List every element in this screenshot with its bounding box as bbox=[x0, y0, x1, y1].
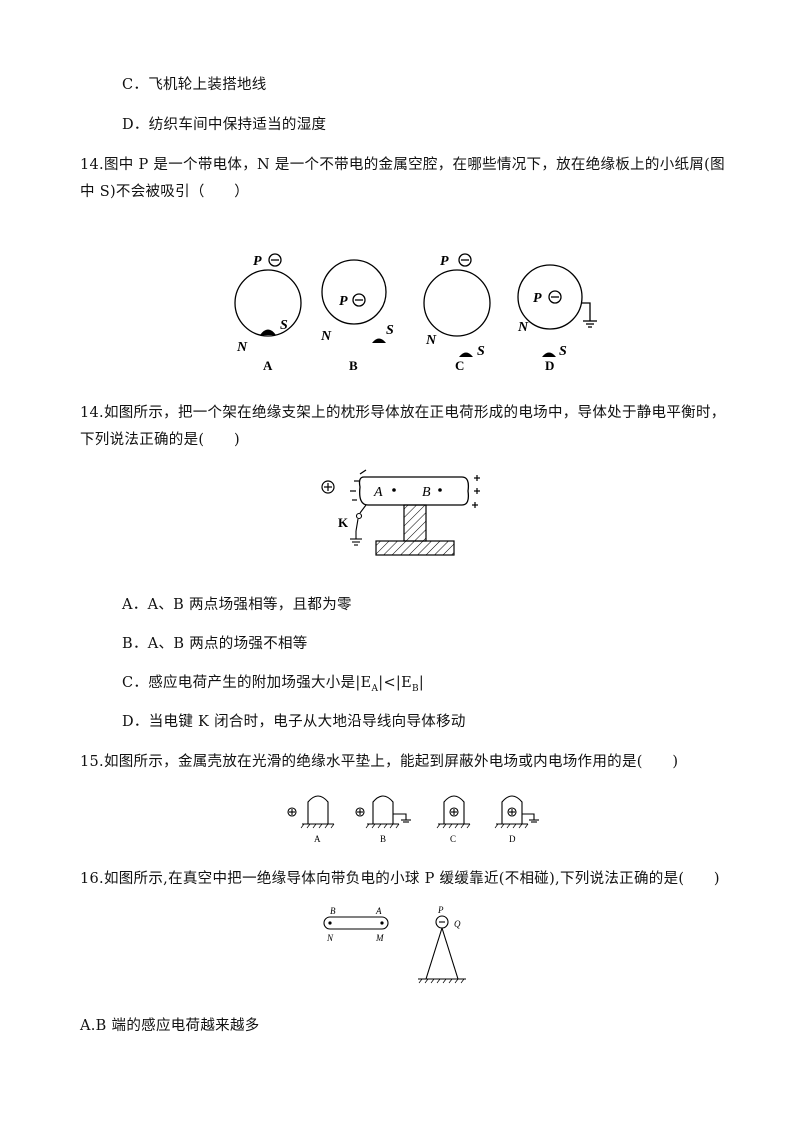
q14b-figure: A B K bbox=[321, 469, 480, 556]
label-a: A bbox=[314, 834, 321, 844]
cavity-c bbox=[423, 269, 491, 337]
label-a: A bbox=[373, 485, 383, 500]
q15-stem: 15.如图所示，金属壳放在光滑的绝缘水平垫上，能起到屏蔽外电场或内电场作用的是(… bbox=[80, 754, 679, 770]
label-d: D bbox=[509, 834, 516, 844]
label-b: B bbox=[330, 906, 336, 916]
pillow-conductor bbox=[358, 476, 470, 506]
q14b-stem-line2: 下列说法正确的是( ) bbox=[80, 432, 240, 448]
label-n: N bbox=[236, 340, 248, 355]
label-p: P bbox=[440, 254, 449, 269]
label-p: P bbox=[437, 905, 444, 915]
cavity-d bbox=[517, 264, 583, 330]
metal-shell-a bbox=[307, 795, 329, 824]
cavity-a bbox=[234, 269, 302, 337]
metal-shell-d bbox=[501, 795, 523, 824]
q15-figure: A B C D bbox=[287, 795, 539, 844]
paper-scrap-c bbox=[459, 352, 473, 357]
q14b-stem-line1: 14.如图所示，把一个架在绝缘支架上的枕形导体放在正电荷形成的电场中，导体处于静… bbox=[80, 405, 726, 421]
insulating-stand bbox=[403, 504, 427, 542]
label-s: S bbox=[386, 323, 394, 338]
label-a: A bbox=[375, 906, 382, 916]
q14b-option-c: C．感应电荷产生的附加场强大小是|EA|<|EB| bbox=[122, 675, 425, 694]
label-p: P bbox=[533, 291, 542, 306]
q13-option-d: D．纺织车间中保持适当的湿度 bbox=[122, 117, 327, 133]
paper-scrap-d bbox=[542, 352, 556, 357]
stand-base bbox=[375, 540, 455, 556]
switch-k-icon bbox=[355, 512, 363, 520]
label-k: K bbox=[338, 515, 349, 530]
label-n: N bbox=[425, 333, 437, 348]
q14a-stem-line1: 14.图中 P 是一个带电体，N 是一个不带电的金属空腔，在哪些情况下，放在绝缘… bbox=[80, 157, 725, 173]
paper-scrap-b bbox=[372, 338, 386, 343]
q13-option-c: C．飞机轮上装搭地线 bbox=[122, 77, 267, 93]
label-c: C bbox=[455, 358, 464, 373]
label-n: N bbox=[320, 329, 332, 344]
cavity-b bbox=[321, 259, 387, 325]
q14b-option-d: D．当电键 K 闭合时，电子从大地沿导线向导体移动 bbox=[122, 714, 466, 730]
positive-charge-icon bbox=[321, 480, 335, 494]
label-s: S bbox=[477, 344, 485, 359]
label-m: M bbox=[375, 933, 384, 943]
q16-stem: 16.如图所示,在真空中把一绝缘导体向带负电的小球 P 缓缓靠近(不相碰),下列… bbox=[80, 871, 720, 887]
label-q: Q bbox=[454, 919, 461, 929]
label-p: P bbox=[253, 254, 262, 269]
paper-scrap-a bbox=[260, 329, 276, 335]
q16-option-a: A.B 端的感应电荷越来越多 bbox=[80, 1018, 260, 1034]
metal-shell-c bbox=[443, 795, 465, 824]
label-b: B bbox=[380, 834, 386, 844]
label-d: D bbox=[545, 358, 554, 373]
q14b-option-a: A．A、B 两点场强相等，且都为零 bbox=[122, 597, 352, 613]
label-c: C bbox=[450, 834, 456, 844]
insulated-conductor bbox=[323, 916, 389, 930]
q14a-stem-line2: 中 S)不会被吸引（ ） bbox=[80, 184, 250, 200]
label-a: A bbox=[263, 358, 273, 373]
label-n: N bbox=[326, 933, 334, 943]
label-p: P bbox=[339, 294, 348, 309]
label-b: B bbox=[422, 485, 431, 500]
label-n: N bbox=[517, 320, 529, 335]
label-s: S bbox=[559, 344, 567, 359]
label-s: S bbox=[280, 318, 288, 333]
q16-figure: B A N M P Q bbox=[323, 905, 466, 984]
label-b: B bbox=[349, 358, 358, 373]
q14b-option-b: B．A、B 两点的场强不相等 bbox=[122, 636, 308, 652]
q14a-figure: P N S P N S P N S P N S A B C D bbox=[234, 253, 597, 373]
metal-shell-b bbox=[372, 795, 394, 824]
